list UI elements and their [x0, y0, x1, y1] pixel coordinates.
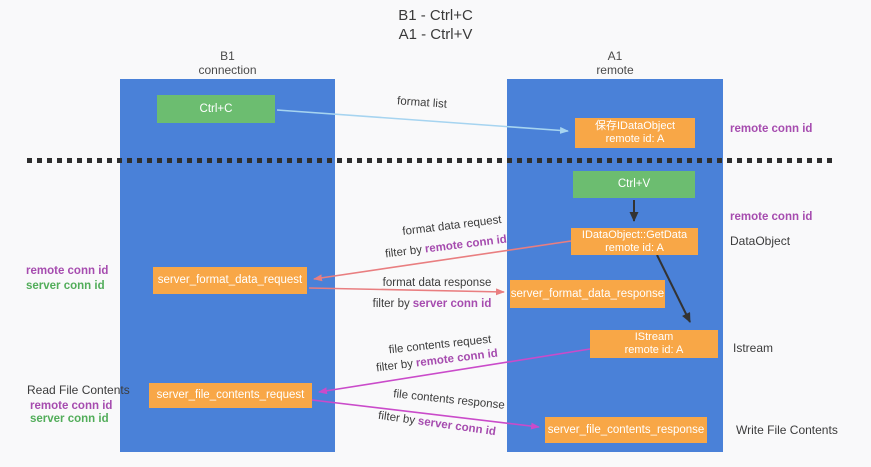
- label-filter-by-server-2: filter byserver conn id: [377, 410, 496, 438]
- label-file-contents-response: file contents response: [392, 388, 506, 412]
- filter-by-prefix: filter by: [375, 357, 414, 375]
- right-label-write-file-contents: Write File Contents: [736, 423, 838, 437]
- node-ctrl-v: Ctrl+V: [573, 171, 695, 198]
- diagram-title: B1 - Ctrl+C A1 - Ctrl+V: [0, 6, 871, 44]
- node-save-idataobject: 保存IDataObject remote id: A: [575, 118, 695, 148]
- column-header-b1: B1 connection: [120, 49, 335, 77]
- node-format-request-label: server_format_data_request: [157, 274, 303, 286]
- label-format-data-request: format data request: [401, 213, 503, 239]
- node-ctrl-c-label: Ctrl+C: [199, 102, 233, 115]
- node-file-response-label: server_file_contents_response: [547, 423, 705, 436]
- label-format-data-response: format data response: [382, 277, 492, 289]
- node-ctrl-v-label: Ctrl+V: [617, 178, 651, 190]
- node-save-idataobject-line2: remote id: A: [605, 133, 665, 145]
- right-label-remote-conn-id-top: remote conn id: [730, 123, 813, 135]
- right-label-istream: Istream: [733, 341, 774, 355]
- machine-boundary-dashed-line: [27, 158, 833, 163]
- node-server-file-contents-response: server_file_contents_response: [545, 417, 707, 443]
- left-label-server-conn-id: server conn id: [26, 280, 105, 292]
- server-conn-id-highlight: server conn id: [417, 415, 497, 439]
- node-server-format-data-request: server_format_data_request: [153, 267, 307, 294]
- server-conn-id-highlight: server conn id: [412, 298, 492, 310]
- left-label-remote-conn-id-bottom: remote conn id: [30, 400, 113, 412]
- filter-by-prefix: filter by: [384, 243, 423, 261]
- node-save-idataobject-line1: 保存IDataObject: [594, 120, 676, 132]
- remote-conn-id-highlight: remote conn id: [424, 233, 508, 256]
- filter-by-prefix: filter by: [372, 298, 410, 310]
- node-istream-line1: IStream: [634, 331, 674, 343]
- node-istream-line2: remote id: A: [624, 344, 684, 356]
- left-label-remote-conn-id: remote conn id: [26, 265, 109, 277]
- left-label-read-file-contents: Read File Contents: [27, 383, 130, 397]
- node-ctrl-c: Ctrl+C: [157, 95, 275, 123]
- right-label-remote-conn-id-mid: remote conn id: [730, 211, 813, 223]
- left-label-server-conn-id-bottom: server conn id: [30, 413, 109, 425]
- node-format-response-label: server_format_data_response: [510, 287, 665, 300]
- label-format-list: format list: [396, 95, 448, 111]
- column-a1-name: A1: [607, 49, 623, 63]
- column-b1-name: B1: [220, 49, 235, 63]
- right-label-dataobject: DataObject: [730, 234, 791, 248]
- node-idataobject-getdata: IDataObject::GetData remote id: A: [571, 228, 698, 255]
- title-line-2: A1 - Ctrl+V: [398, 26, 473, 43]
- filter-by-prefix: filter by: [377, 409, 416, 427]
- title-line-1: B1 - Ctrl+C: [398, 7, 473, 24]
- node-istream: IStream remote id: A: [590, 330, 718, 358]
- column-a1-subtitle: remote: [596, 63, 634, 77]
- node-getdata-line2: remote id: A: [605, 241, 664, 254]
- node-server-file-contents-request: server_file_contents_request: [149, 383, 312, 408]
- column-b1-subtitle: connection: [198, 63, 257, 77]
- column-header-a1: A1 remote: [507, 49, 723, 77]
- node-server-format-data-response: server_format_data_response: [510, 280, 665, 308]
- node-file-request-label: server_file_contents_request: [156, 389, 305, 401]
- node-getdata-line1: IDataObject::GetData: [581, 228, 688, 241]
